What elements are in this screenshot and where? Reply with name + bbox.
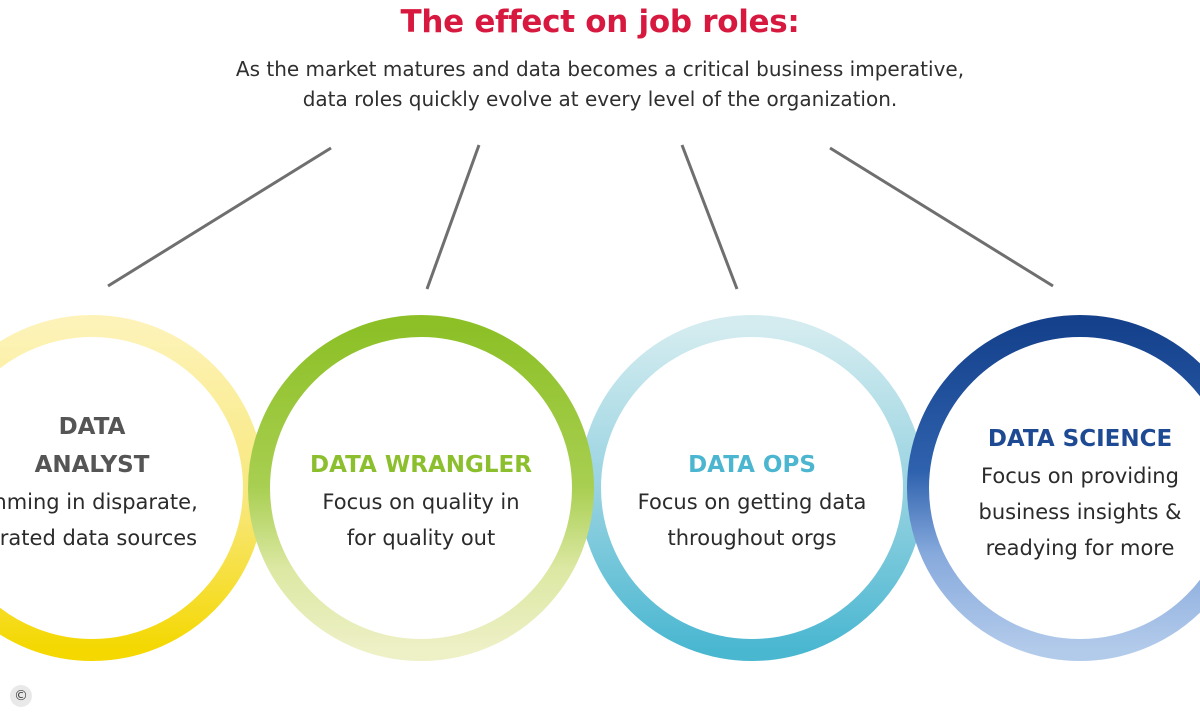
role-title-science: DATA SCIENCE: [987, 426, 1173, 452]
ring-data-wrangler: [248, 315, 594, 661]
role-data-ops: DATA OPS Focus on getting data throughou…: [602, 446, 902, 556]
role-title-analyst-line-2: ANALYST: [34, 452, 150, 478]
subtitle-line-1: As the market matures and data becomes a…: [235, 57, 965, 81]
page-title: The effect on job roles:: [400, 4, 800, 40]
subtitle-line-2: data roles quickly evolve at every level…: [302, 87, 898, 111]
role-data-wrangler: DATA WRANGLER Focus on quality in for qu…: [271, 446, 571, 556]
role-desc-science-line-3: readying for more: [985, 536, 1175, 560]
connector-line-wrangler: [425, 144, 481, 290]
role-desc-ops-line-1: Focus on getting data: [637, 490, 867, 514]
connector-line-ops: [680, 144, 739, 290]
role-title-analyst-line-1: DATA: [58, 414, 126, 440]
role-desc-analyst-line-1: mming in disparate,: [0, 490, 198, 514]
role-data-science: DATA SCIENCE Focus on providing business…: [930, 420, 1200, 566]
ring-data-science: [907, 315, 1200, 661]
role-desc-analyst-line-2: erated data sources: [0, 526, 198, 550]
role-title-wrangler: DATA WRANGLER: [310, 452, 532, 478]
connector-line-analyst: [107, 146, 332, 288]
role-desc-wrangler-line-2: for quality out: [346, 526, 496, 550]
copyright-icon: ©: [10, 685, 32, 707]
page-subtitle: As the market matures and data becomes a…: [150, 54, 1050, 114]
role-desc-science-line-1: Focus on providing: [981, 464, 1179, 488]
role-data-analyst: DATA ANALYST mming in disparate, erated …: [0, 408, 242, 556]
role-desc-science-line-2: business insights &: [978, 500, 1182, 524]
role-title-ops: DATA OPS: [688, 452, 816, 478]
role-desc-wrangler-line-1: Focus on quality in: [322, 490, 520, 514]
connector-line-science: [829, 146, 1054, 288]
role-desc-ops-line-2: throughout orgs: [667, 526, 837, 550]
